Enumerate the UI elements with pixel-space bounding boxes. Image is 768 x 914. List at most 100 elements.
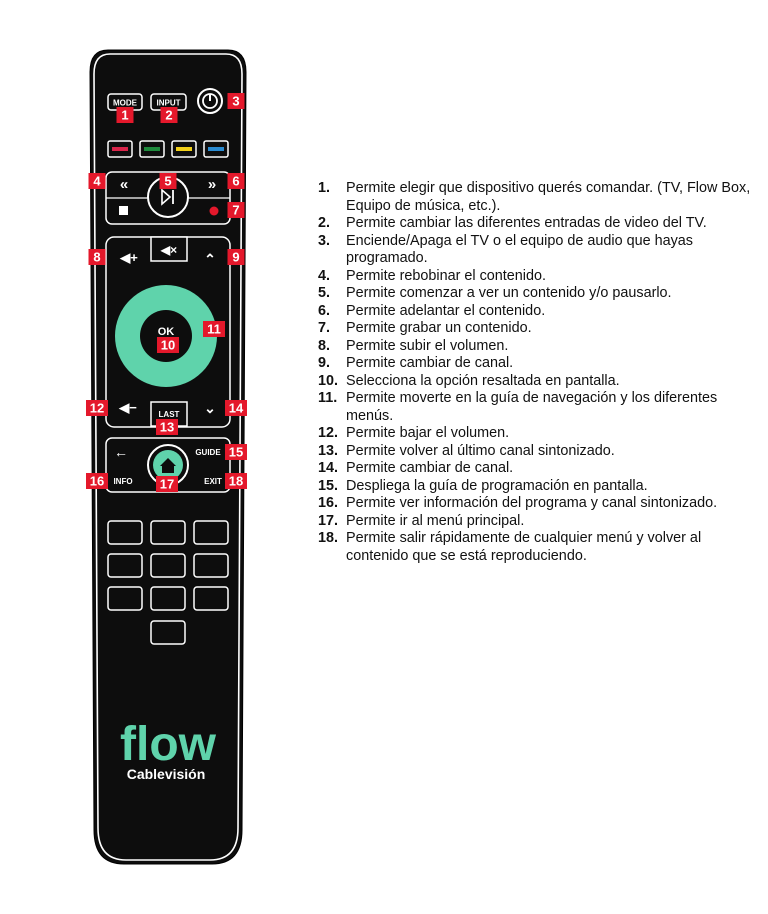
home-icon [160,458,176,473]
channel-down-icon[interactable]: ⌄ [204,400,216,416]
legend-item: 17. Permite ir al menú principal. [318,513,758,531]
callout-17: 17 [156,476,178,492]
input-label: INPUT [157,99,181,108]
green-key[interactable] [139,140,165,158]
legend-text: Permite rebobinar el contenido. [346,267,546,284]
callout-8: 8 [88,249,106,265]
legend-item: 10.Selecciona la opción resaltada en pan… [318,373,758,391]
legend-text: Permite elegir que dispositivo querés co… [346,180,751,214]
brand-subtitle: Cablevisión [127,766,206,782]
keypad-button-7[interactable] [107,586,143,611]
callout-number: 2 [165,108,172,123]
legend-number: 14. [318,460,339,476]
rewind-icon[interactable]: « [120,176,128,193]
record-icon[interactable] [209,206,219,216]
callout-16: 16 [86,473,108,489]
keypad-button-2[interactable] [150,520,186,545]
legend-item: 1. Permite elegir que dispositivo querés … [318,180,758,215]
callout-number: 12 [90,401,104,416]
keypad-button-8[interactable] [150,586,186,611]
info-button[interactable]: INFO [113,477,132,486]
callout-7: 7 [227,202,245,218]
legend-item: 16.Permite ver información del programa … [318,495,758,513]
legend-number: 3. [318,232,331,249]
fast-forward-icon[interactable]: » [208,176,216,193]
legend-text: Permite moverte en la guía de navegación… [346,390,718,424]
callout-6: 6 [227,173,245,189]
legend-list: 1. Permite elegir que dispositivo querés … [318,180,758,565]
legend-item: 13. Permite volver al último canal sinton… [318,443,758,461]
callout-number: 10 [161,338,175,353]
volume-down-icon[interactable]: ◀− [118,400,137,415]
number-keypad [107,520,229,645]
legend-text: Permite adelantar el contenido. [346,302,546,319]
legend-text: Permite ver información del programa y c… [346,495,718,511]
legend-item: 6. Permite adelantar el contenido. [318,303,758,321]
legend-item: 8.Permite subir el volumen. [318,338,758,356]
mute-button[interactable]: ◀× [150,236,188,262]
back-arrow-icon[interactable]: ← [114,444,128,460]
legend-text: Enciende/Apaga el TV o el equipo de audi… [346,232,693,267]
legend-text: Permite bajar el volumen. [346,425,510,441]
legend-number: 2. [318,215,331,231]
exit-button[interactable]: EXIT [204,477,222,486]
legend-number: 7. [318,320,331,336]
callout-number: 3 [232,94,239,109]
callout-number: 17 [160,477,174,492]
callout-number: 16 [90,474,104,489]
legend-text: Permite cambiar de canal. [346,460,514,476]
legend-item: 12.Permite bajar el volumen. [318,425,758,443]
remote-outline [93,53,243,861]
volume-up-icon[interactable]: ◀+ [119,250,138,265]
legend-text: Permite ir al menú principal. [346,512,525,529]
legend-item: 4.Permite rebobinar el contenido. [318,268,758,286]
stop-icon[interactable] [119,206,128,215]
callout-number: 1 [121,108,128,123]
legend-number: 10. [318,372,339,389]
callout-11: 11 [203,321,225,337]
legend-item: 11.Permite moverte en la guía de navegac… [318,390,758,425]
mute-icon: ◀× [160,243,177,257]
keypad-button-4[interactable] [107,553,143,578]
legend-number: 1. [318,180,331,196]
callout-number: 6 [232,174,239,189]
power-button[interactable] [197,88,223,114]
callout-number: 8 [93,250,100,265]
play-pause-icon [161,188,172,206]
mode-label: MODE [113,99,138,108]
legend-number: 6. [318,302,331,319]
callout-9: 9 [227,249,245,265]
legend-item: 5.Permite comenzar a ver un contenido y/… [318,285,758,303]
keypad-button-6[interactable] [193,553,229,578]
guide-button[interactable]: GUIDE [195,448,221,457]
callout-4: 4 [88,173,106,189]
callout-number: 4 [93,174,101,189]
ok-button[interactable]: OK [158,326,175,338]
keypad-button-3[interactable] [193,520,229,545]
legend-number: 17. [318,512,339,529]
keypad-button-5[interactable] [150,553,186,578]
brand-logo: flow [120,718,217,771]
callout-number: 9 [232,250,239,265]
legend-text: Despliega la guía de programación en pan… [346,477,648,494]
keypad-button-9[interactable] [193,586,229,611]
blue-key[interactable] [203,140,229,158]
keypad-button-1[interactable] [107,520,143,545]
red-key[interactable] [107,140,133,158]
legend-text: Permite volver al último canal sintoniza… [346,442,615,459]
callout-5: 5 [159,173,177,189]
legend-item: 7.Permite grabar un contenido. [318,320,758,338]
callout-13: 13 [156,419,178,435]
callout-15: 15 [225,444,247,460]
yellow-key[interactable] [171,140,197,158]
legend-text: Permite cambiar las diferentes entradas … [346,215,707,231]
legend-number: 15. [318,477,339,494]
legend-text: Permite subir el volumen. [346,337,509,354]
keypad-button-10[interactable] [150,620,186,645]
legend-number: 13. [318,442,339,459]
legend-text: Permite comenzar a ver un contenido y/o … [346,285,672,301]
legend-number: 18. [318,530,339,546]
channel-up-icon[interactable]: ⌃ [204,251,216,267]
home-button[interactable] [147,444,189,486]
